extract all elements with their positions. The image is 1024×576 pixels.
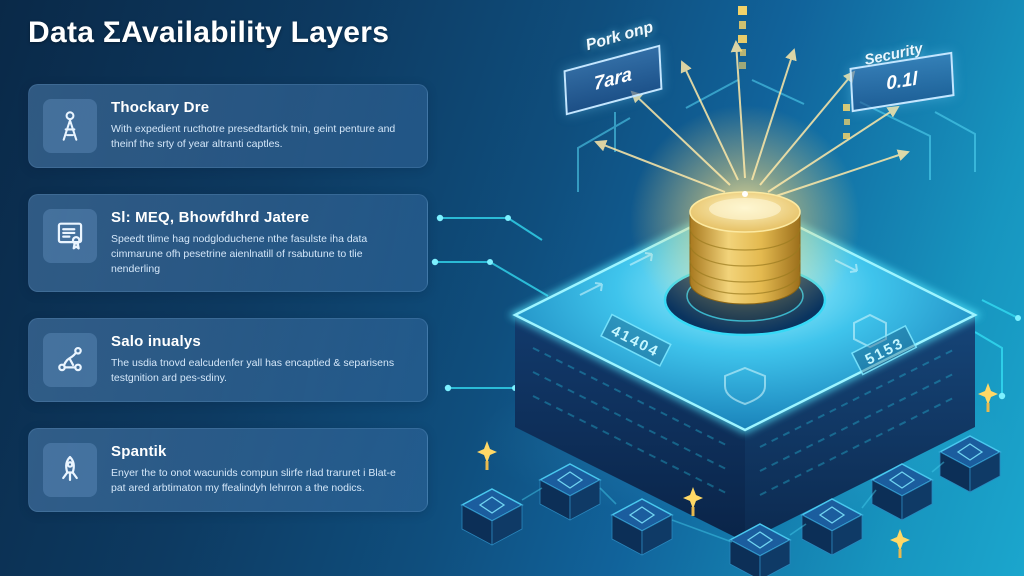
card-thockary: Thockary Dre With expedient ructhotre pr… [28, 84, 428, 168]
isometric-illustration: 41404 5153 [430, 0, 1024, 576]
card-text: Thockary Dre With expedient ructhotre pr… [111, 99, 413, 153]
card-body: With expedient ructhotre presedtartick t… [111, 123, 396, 150]
card-title: Thockary Dre [111, 99, 210, 116]
platform-base [515, 315, 975, 542]
network-icon [43, 332, 97, 387]
card-body: Enyer the to onot wacunids compun slirfe… [111, 466, 396, 494]
card-title: Salo inualys [111, 332, 201, 350]
card-body: Speedt tlime hag nodgloduchene nthe fasu… [111, 233, 368, 275]
circuit-nodes [431, 214, 1021, 400]
card-salo: Salo inualys The usdia tnovd ealcudenfer… [28, 317, 428, 402]
card-title: Spantik [111, 442, 167, 460]
connector-lines [577, 79, 976, 192]
cube-links [521, 461, 945, 543]
page-title: Data ΣAvailability Layers [28, 16, 390, 49]
card-text: Spantik Enyer the to onot wacunids compu… [111, 443, 413, 497]
coin-stack-icon [689, 191, 801, 305]
feature-card-list: Thockary Dre With expedient ructhotre pr… [28, 84, 428, 512]
platform-scene: 41404 5153 [431, 6, 1021, 576]
card-title: Sl: MEQ, Bhowfdhrd Jatere [111, 209, 310, 226]
chip-cube [461, 488, 523, 546]
card-text: Sl: MEQ, Bhowfdhrd Jatere Speedt tlime h… [111, 209, 413, 277]
certificate-icon [43, 209, 97, 263]
card-spantik: Spantik Enyer the to onot wacunids compu… [28, 427, 428, 512]
light-rays [594, 40, 910, 199]
spark-icon [890, 529, 910, 558]
card-text: Salo inualys The usdia tnovd ealcudenfer… [111, 333, 413, 387]
figure-icon [43, 99, 97, 153]
beacon-dashes [738, 6, 850, 139]
card-bandwidth: Sl: MEQ, Bhowfdhrd Jatere Speedt tlime h… [28, 194, 428, 292]
card-body: The usdia tnovd ealcudenfer yall has enc… [111, 356, 395, 384]
rocket-icon [43, 442, 97, 497]
